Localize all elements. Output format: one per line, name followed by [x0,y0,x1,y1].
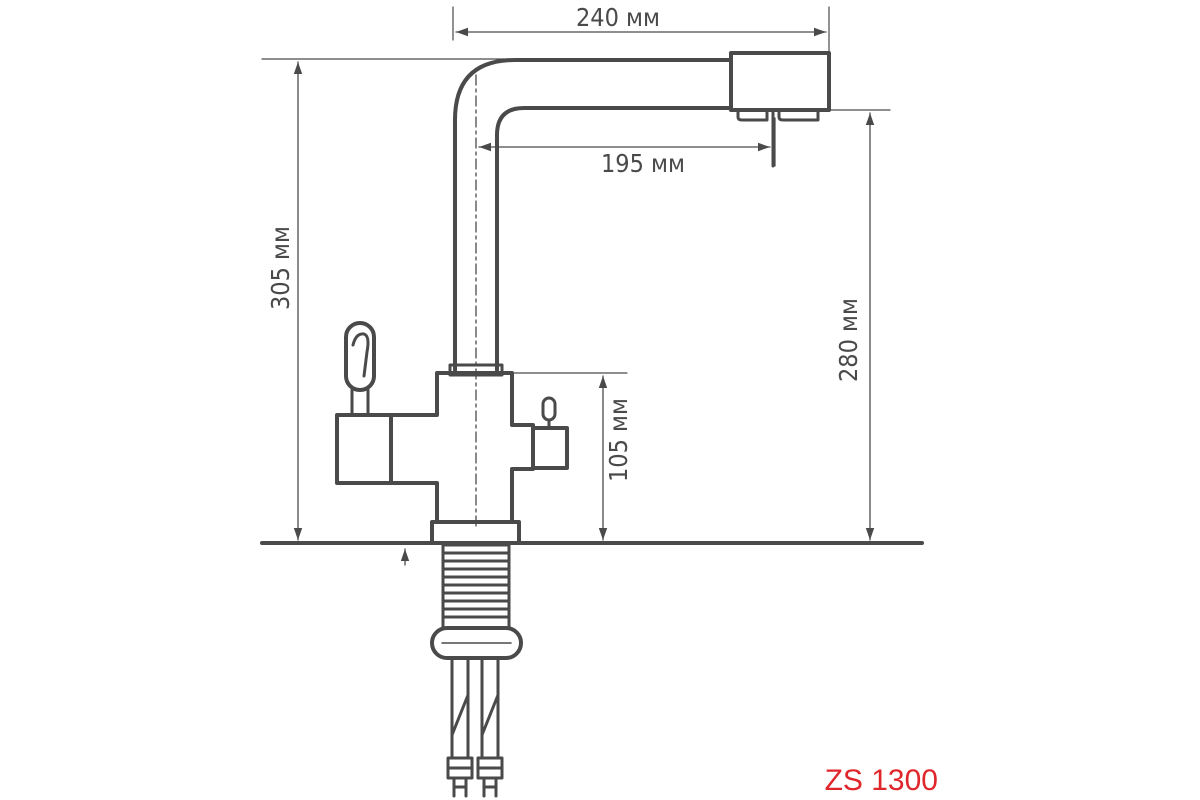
mounting-nut [430,626,523,660]
aerator-left [736,108,769,122]
spout-inner-outline [495,106,733,372]
aerator-right [777,108,820,122]
main-lever-cartridge [335,413,393,485]
extension-lines [261,6,891,374]
spout-outline [453,58,733,372]
dim-label-195: 195 мм [601,149,685,178]
model-number: ZS 1300 [825,764,938,797]
main-lever-handle [344,321,376,392]
dim-label-280: 280 мм [834,298,863,382]
filter-lever-cartridge [531,426,569,470]
faucet-body [389,371,535,524]
dim-label-240: 240 мм [576,3,660,32]
dim-label-105: 105 мм [604,398,633,482]
filter-lever-handle [541,396,557,422]
supply-hoses [446,656,504,798]
dim-label-305: 305 мм [266,226,295,310]
main-lever-slot [351,332,370,378]
threaded-shank [441,543,511,630]
spout-head [729,51,831,112]
